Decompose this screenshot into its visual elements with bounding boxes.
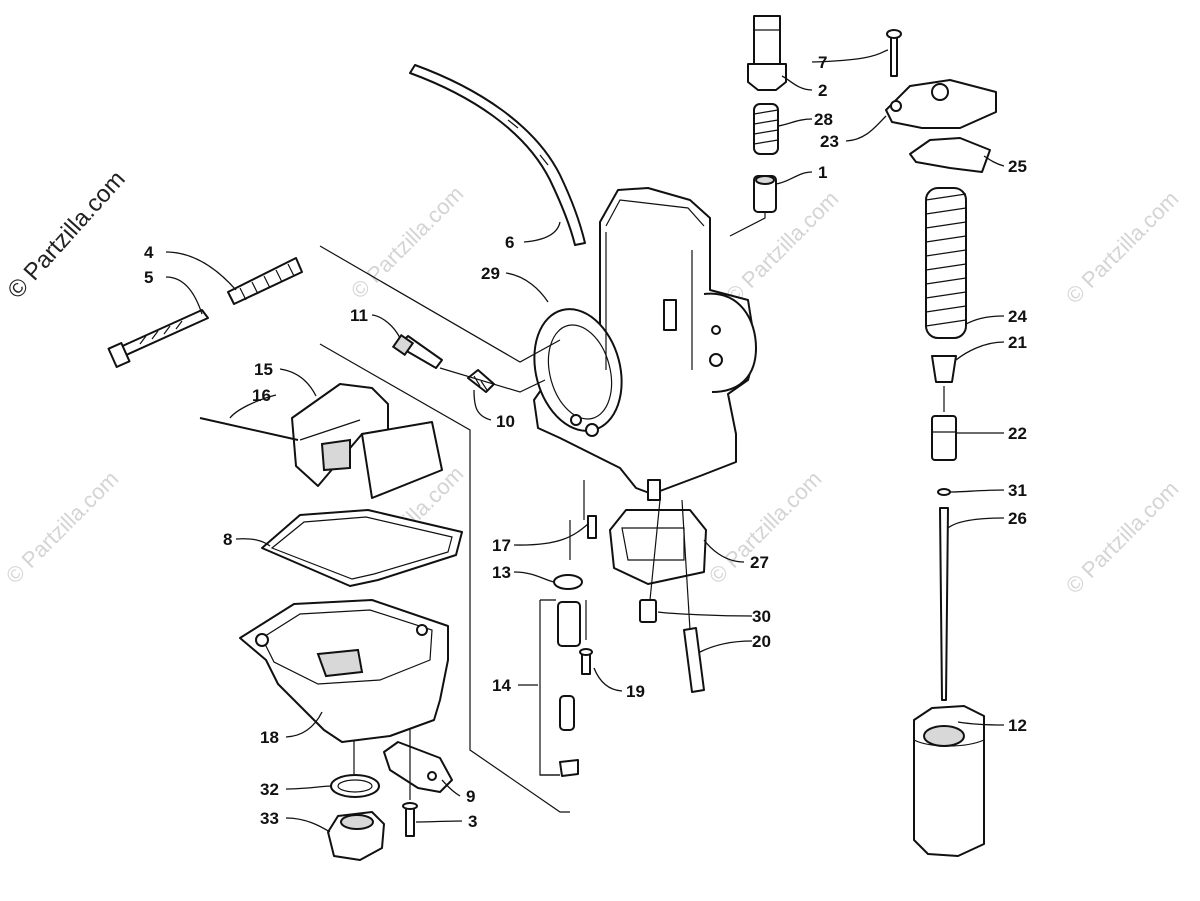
watermark-3: © Partzilla.com — [1061, 186, 1184, 309]
callout-30: 30 — [752, 607, 771, 626]
callout-28: 28 — [814, 110, 833, 129]
choke-spring — [753, 103, 779, 155]
bowl-screw — [402, 802, 418, 837]
callout-31: 31 — [1008, 481, 1027, 500]
needle-valve-o-ring — [553, 574, 583, 590]
callout-20: 20 — [752, 632, 771, 651]
callout-13: 13 — [492, 563, 511, 582]
callout-15: 15 — [254, 360, 273, 379]
callout-1: 1 — [818, 163, 827, 182]
callout-25: 25 — [1008, 157, 1027, 176]
callout-7: 7 — [818, 53, 827, 72]
throttle-cap-gasket — [909, 137, 991, 173]
float-assembly — [291, 383, 443, 499]
watermark-4: © Partzilla.com — [1, 466, 124, 589]
pilot-screw — [391, 333, 443, 369]
callout-26: 26 — [1008, 509, 1027, 528]
watermark-1: © Partzilla.com — [346, 181, 469, 304]
callout-14: 14 — [492, 676, 511, 695]
main-jet — [639, 599, 657, 623]
callout-24: 24 — [1008, 307, 1027, 326]
spring-seat — [931, 355, 957, 383]
choke-holder — [609, 509, 707, 585]
float-bowl-gasket — [261, 509, 463, 587]
callout-22: 22 — [1008, 424, 1027, 443]
body-screw — [587, 515, 597, 539]
pilot-spring — [467, 369, 495, 393]
callout-3: 3 — [468, 812, 477, 831]
pilot-jet — [683, 627, 705, 693]
watermark-main: © Partzilla.com — [2, 166, 130, 304]
idle-screw — [107, 309, 209, 368]
callout-2: 2 — [818, 81, 827, 100]
throttle-valve — [913, 705, 985, 857]
callout-labels: 1 2 28 7 23 25 24 21 22 31 26 12 4 5 11 … — [144, 53, 1027, 831]
needle-valve-assembly — [557, 601, 581, 777]
callout-12: 12 — [1008, 716, 1027, 735]
callout-18: 18 — [260, 728, 279, 747]
drain-plug-o-ring-inner — [337, 779, 373, 793]
callout-33: 33 — [260, 809, 279, 828]
idle-spring — [227, 257, 303, 305]
float-pin — [199, 417, 299, 441]
drain-plug — [327, 811, 385, 861]
callout-9: 9 — [466, 787, 475, 806]
callout-6: 6 — [505, 233, 514, 252]
throttle-cap — [885, 79, 997, 129]
callout-19: 19 — [626, 682, 645, 701]
leader-lines — [165, 49, 1005, 833]
callout-17: 17 — [492, 536, 511, 555]
jet-screw — [579, 648, 593, 675]
callout-8: 8 — [223, 530, 232, 549]
callout-32: 32 — [260, 780, 279, 799]
needle-clip — [937, 488, 951, 496]
jet-needle — [939, 507, 949, 701]
bowl-bracket — [383, 741, 453, 793]
carburetor-body — [533, 187, 757, 501]
callout-11: 11 — [350, 306, 368, 325]
choke-plunger — [753, 175, 777, 213]
float-bowl — [239, 599, 449, 743]
callout-23: 23 — [820, 132, 839, 151]
callout-10: 10 — [496, 412, 515, 431]
cap-screw — [886, 29, 902, 77]
throttle-spring — [925, 187, 967, 339]
callout-29: 29 — [481, 264, 500, 283]
callout-16: 16 — [252, 386, 271, 405]
watermark-7: © Partzilla.com — [1061, 476, 1184, 599]
callout-21: 21 — [1008, 333, 1027, 352]
watermark-2: © Partzilla.com — [721, 186, 844, 309]
callout-27: 27 — [750, 553, 769, 572]
callout-5: 5 — [144, 268, 153, 287]
choke-cap — [747, 15, 787, 91]
vent-hose — [409, 64, 586, 246]
callout-4: 4 — [144, 243, 154, 262]
needle-holder — [931, 415, 957, 461]
